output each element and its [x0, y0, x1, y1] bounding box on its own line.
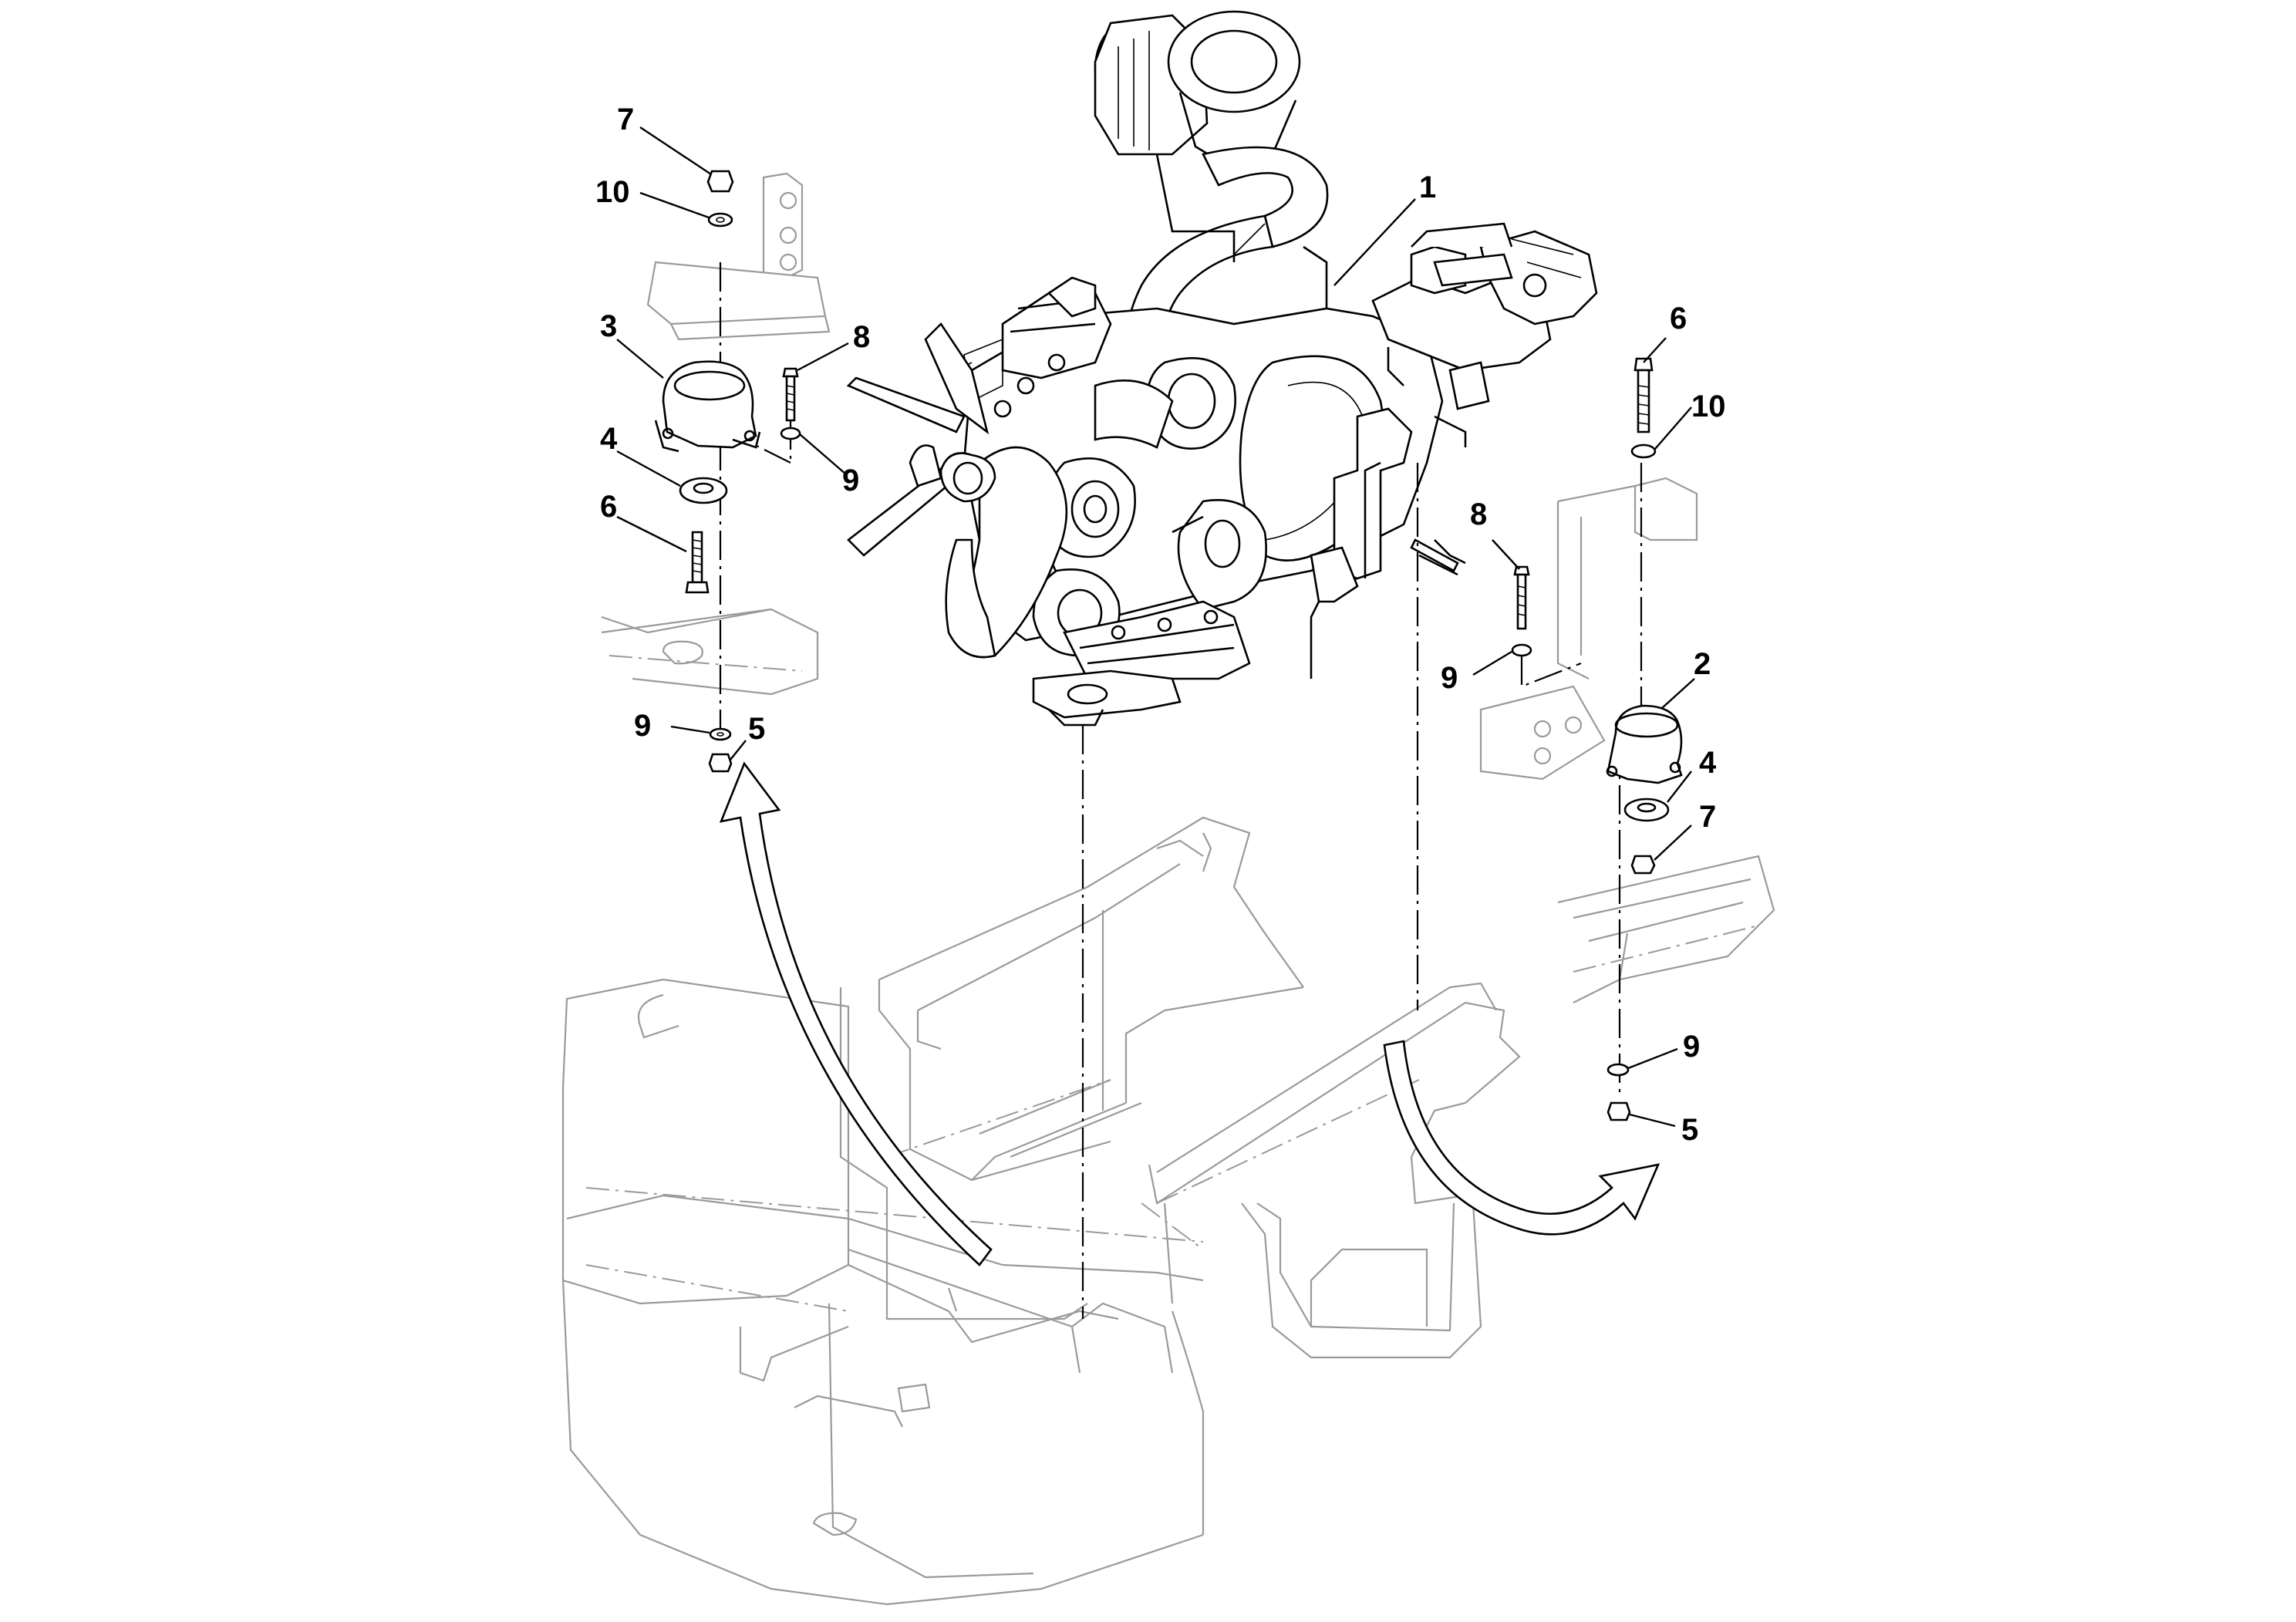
nut-5-right — [1607, 1101, 1631, 1121]
bolt-6-right — [1633, 357, 1654, 372]
bolt-8-right — [1513, 565, 1530, 576]
left-mount-hardware — [654, 170, 801, 773]
callout-2: 2 — [1694, 647, 1711, 681]
right-mount-hardware — [1511, 357, 1683, 1121]
washer-9-mid-right — [1511, 643, 1532, 657]
washer-9-lower-left — [709, 727, 732, 741]
chassis-frame — [561, 172, 1775, 1606]
callout-5-right: 5 — [1681, 1113, 1698, 1147]
callout-10-left: 10 — [595, 175, 630, 209]
assembly-centerlines — [1081, 463, 1419, 1319]
callout-labels: 1 2 3 4 4 5 5 6 6 7 7 8 8 9 9 9 9 10 10 — [595, 103, 1726, 1147]
callout-1: 1 — [1419, 170, 1436, 204]
callout-6-right: 6 — [1670, 302, 1687, 336]
arrow-to-left-mount — [719, 761, 993, 1266]
callout-9-lower-left: 9 — [634, 709, 651, 743]
washer-9-upper-left — [780, 427, 801, 440]
nut-7-right — [1630, 855, 1656, 875]
callout-leaders — [616, 126, 1695, 1128]
callout-3: 3 — [600, 309, 617, 343]
callout-4-right: 4 — [1699, 746, 1717, 780]
nut-5-left — [708, 753, 733, 773]
callout-8-right: 8 — [1470, 497, 1487, 531]
direction-arrows — [719, 761, 1660, 1266]
callout-7-right: 7 — [1699, 800, 1716, 834]
callout-7-left: 7 — [617, 103, 634, 137]
engine-assembly — [846, 10, 1598, 727]
callout-6-left: 6 — [600, 490, 617, 524]
bolt-8-left — [782, 367, 799, 378]
washer-10-right — [1630, 443, 1657, 459]
callout-10-right: 10 — [1691, 389, 1726, 423]
callout-5-left: 5 — [748, 712, 765, 746]
callout-9-upper-left: 9 — [842, 464, 859, 497]
nut-7-left — [706, 170, 734, 193]
callout-9-mid-right: 9 — [1441, 661, 1458, 695]
callout-4-left: 4 — [600, 422, 618, 456]
callout-8-left: 8 — [853, 320, 870, 354]
washer-9-lower-right — [1607, 1063, 1630, 1077]
washer-10-left — [707, 212, 733, 228]
callout-9-lower-right: 9 — [1683, 1030, 1700, 1064]
rubber-mount-3 — [662, 360, 757, 449]
arrow-to-right-mount — [1383, 1040, 1660, 1236]
